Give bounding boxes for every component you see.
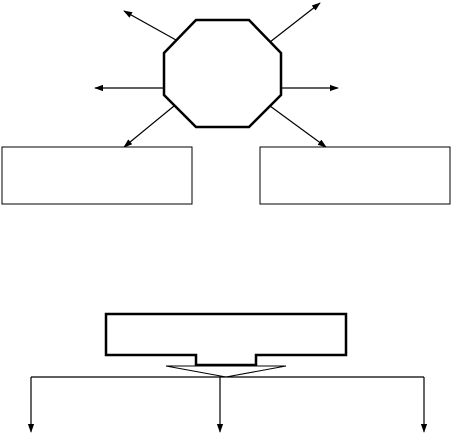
center-octagon (162, 18, 283, 129)
left-box (1, 146, 193, 205)
arrow-lower-left (123, 105, 175, 148)
bottom-branches (27, 376, 428, 433)
octagon-arrows (94, 2, 339, 148)
funnel-connector (165, 365, 287, 378)
arrow-upper-right (269, 2, 321, 43)
right-box (259, 146, 451, 205)
arrow-upper-left (123, 10, 177, 41)
bottom-notched-box (104, 312, 348, 367)
arrow-lower-right (269, 105, 327, 148)
